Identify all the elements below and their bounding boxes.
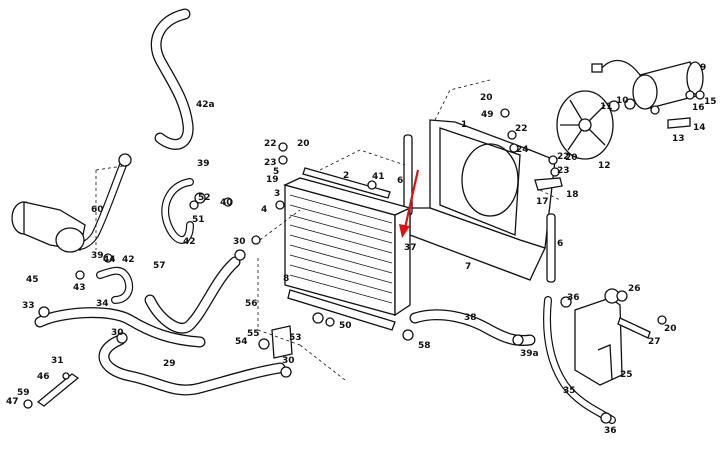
label-51: 51 bbox=[192, 215, 205, 225]
fan-shroud bbox=[409, 119, 556, 281]
label-42b: 42 bbox=[122, 255, 135, 265]
label-36b: 36 bbox=[604, 426, 617, 436]
label-8: 8 bbox=[283, 274, 289, 284]
label-59: 59 bbox=[17, 388, 30, 398]
label-50: 50 bbox=[339, 321, 352, 331]
hose-29 bbox=[98, 334, 286, 396]
label-16: 16 bbox=[692, 103, 705, 113]
label-47: 47 bbox=[6, 397, 19, 407]
label-46: 46 bbox=[37, 372, 50, 382]
label-42: 42 bbox=[183, 237, 196, 247]
label-27: 27 bbox=[648, 337, 661, 347]
label-36a: 36 bbox=[567, 293, 580, 303]
label-17: 17 bbox=[536, 197, 549, 207]
label-30a: 30 bbox=[233, 237, 246, 247]
label-52: 52 bbox=[198, 193, 211, 203]
label-26: 26 bbox=[628, 284, 641, 294]
label-44: 44 bbox=[103, 255, 116, 265]
label-23a: 23 bbox=[264, 158, 277, 168]
label-54: 54 bbox=[235, 337, 248, 347]
thermostat-housing bbox=[11, 201, 86, 253]
label-29: 29 bbox=[163, 359, 176, 369]
label-18: 18 bbox=[566, 190, 579, 200]
label-45: 45 bbox=[26, 275, 39, 285]
hose-57 bbox=[144, 256, 241, 334]
label-20c: 20 bbox=[565, 153, 578, 163]
label-39c: 39a bbox=[520, 349, 539, 359]
label-13: 13 bbox=[672, 134, 685, 144]
label-60: 60 bbox=[91, 205, 104, 215]
bracket-27 bbox=[617, 317, 651, 339]
label-4: 4 bbox=[261, 205, 267, 215]
label-57: 57 bbox=[153, 261, 166, 271]
label-43: 43 bbox=[73, 283, 86, 293]
bracket-13 bbox=[667, 117, 691, 129]
label-41: 41 bbox=[372, 172, 385, 182]
label-24: 24 bbox=[516, 145, 529, 155]
label-5: 5 bbox=[273, 167, 279, 177]
label-15: 15 bbox=[704, 97, 717, 107]
hose-42 bbox=[161, 178, 194, 244]
bracket-17 bbox=[534, 177, 563, 191]
label-14: 14 bbox=[693, 123, 706, 133]
hose-35 bbox=[542, 296, 616, 424]
rod-6b bbox=[546, 213, 556, 283]
label-22c: 22 bbox=[557, 152, 570, 162]
label-2: 2 bbox=[343, 171, 349, 181]
seal-strip-8 bbox=[287, 289, 396, 331]
label-9: 9 bbox=[700, 63, 706, 73]
hose-42b bbox=[96, 266, 134, 304]
bracket-53 bbox=[271, 325, 293, 359]
label-20a: 20 bbox=[480, 93, 493, 103]
label-53: 53 bbox=[289, 333, 302, 343]
label-10: 10 bbox=[616, 96, 629, 106]
label-40: 40 bbox=[220, 198, 233, 208]
label-38: 38 bbox=[464, 313, 477, 323]
label-3: 3 bbox=[274, 189, 280, 199]
label-23b: 23 bbox=[557, 166, 570, 176]
fasteners bbox=[23, 90, 705, 424]
label-20d: 20 bbox=[664, 324, 677, 334]
hose-42a bbox=[150, 8, 194, 150]
label-35: 35 bbox=[563, 386, 576, 396]
fan-motor-9 bbox=[591, 59, 704, 110]
label-7: 7 bbox=[465, 262, 471, 272]
label-12: 12 bbox=[598, 161, 611, 171]
red-pointer-arrow bbox=[399, 169, 420, 238]
label-22a: 22 bbox=[264, 139, 277, 149]
expansion-tank bbox=[574, 288, 623, 386]
label-56: 56 bbox=[245, 299, 258, 309]
label-33: 33 bbox=[22, 301, 35, 311]
hose-34 bbox=[34, 307, 206, 348]
label-6a: 6 bbox=[397, 176, 403, 186]
label-20b: 20 bbox=[297, 139, 310, 149]
label-34: 34 bbox=[96, 299, 109, 309]
bracket-46 bbox=[36, 372, 80, 407]
label-30b: 30 bbox=[111, 328, 124, 338]
label-37: 37 bbox=[404, 243, 417, 253]
dashed-leaders bbox=[95, 79, 561, 381]
label-11: 11 bbox=[600, 102, 613, 112]
label-55: 55 bbox=[247, 329, 260, 339]
label-6b: 6 bbox=[557, 239, 563, 249]
label-1: 1 bbox=[461, 120, 467, 130]
fan-12 bbox=[556, 90, 614, 160]
label-31: 31 bbox=[51, 356, 64, 366]
label-58: 58 bbox=[418, 341, 431, 351]
label-49: 49 bbox=[481, 110, 494, 120]
label-39b: 39 bbox=[91, 251, 104, 261]
seal-strip-2 bbox=[302, 167, 391, 199]
radiator-core bbox=[283, 177, 412, 317]
label-25: 25 bbox=[620, 370, 633, 380]
part-labels: 1 2 3 4 5 6 6 7 8 9 10 11 12 13 14 15 16… bbox=[6, 63, 717, 436]
label-22b: 22 bbox=[515, 124, 528, 134]
label-39a: 39 bbox=[197, 159, 210, 169]
label-42a: 42a bbox=[196, 100, 215, 110]
label-30c: 30 bbox=[282, 356, 295, 366]
label-19: 19 bbox=[266, 175, 279, 185]
